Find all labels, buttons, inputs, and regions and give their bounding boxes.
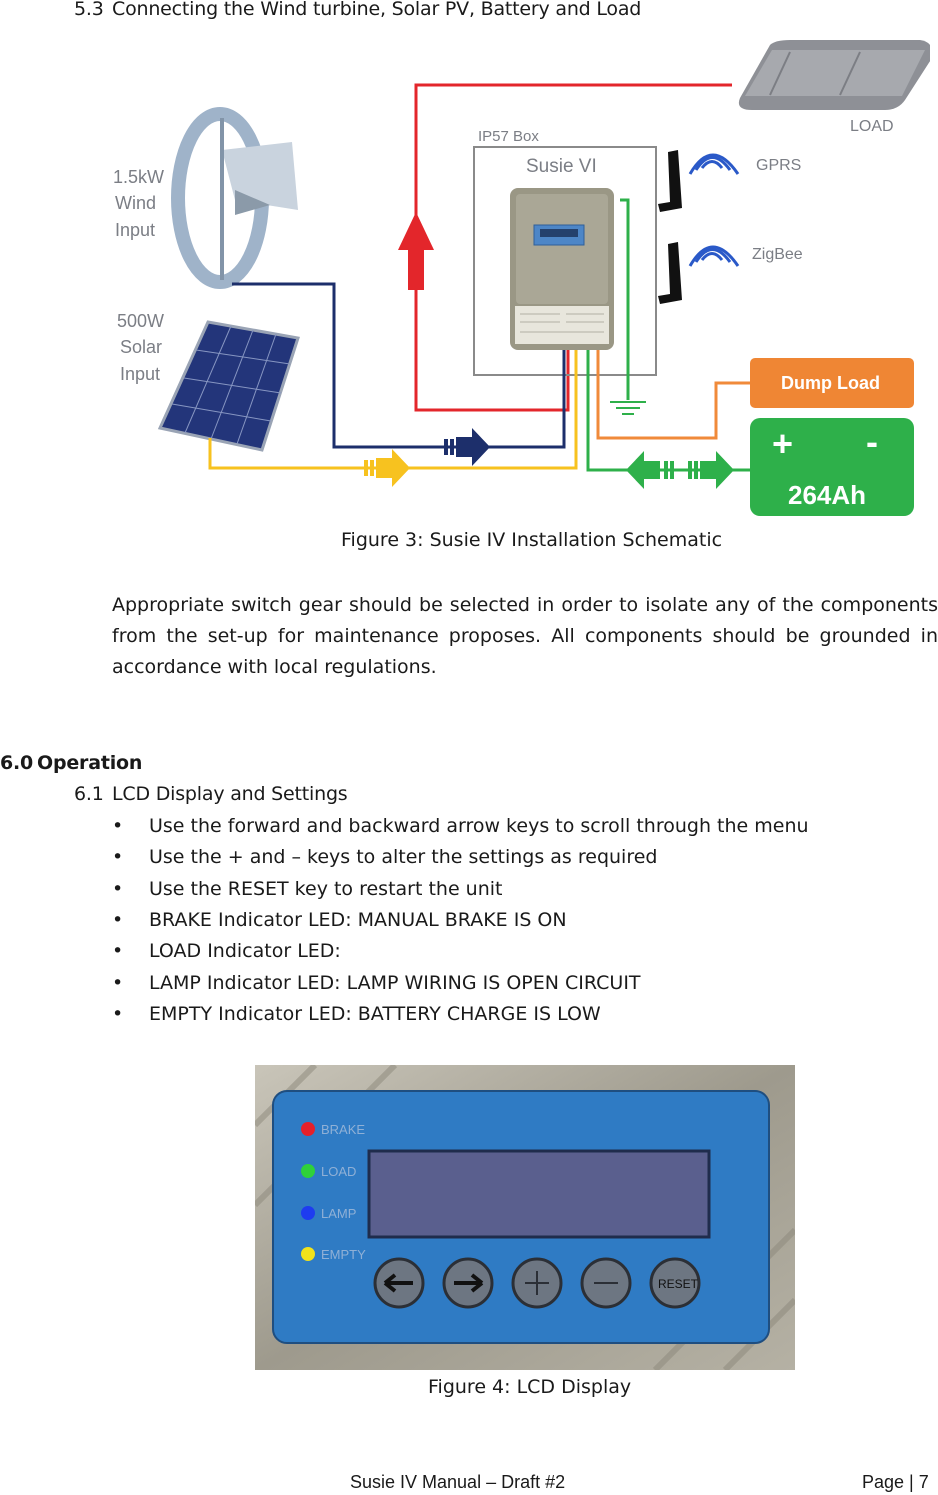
solar-label-line1: 500W [117, 311, 164, 331]
list-item-text: BRAKE Indicator LED: MANUAL BRAKE IS ON [149, 909, 567, 931]
ground-symbol-icon [610, 401, 646, 415]
reset-button: RESET [649, 1257, 701, 1309]
footer-title: Susie IV Manual – Draft #2 [350, 1472, 566, 1492]
right-arrow-icon [364, 449, 410, 487]
lcd-display-photo: BRAKE LOAD LAMP EMPTY RESET [255, 1065, 795, 1370]
section-6-0-title: Operation [37, 752, 143, 774]
dump-load-block [750, 358, 914, 408]
zigbee-label: ZigBee [752, 246, 803, 263]
back-arrow-button [373, 1257, 425, 1309]
dump-load-label: Dump Load [781, 373, 880, 393]
brake-led-label: BRAKE [321, 1122, 365, 1137]
plus-button [511, 1257, 563, 1309]
forward-arrow-button [442, 1257, 494, 1309]
battery-minus-label: - [866, 421, 878, 462]
list-item-text: EMPTY Indicator LED: BATTERY CHARGE IS L… [149, 1003, 601, 1025]
load-label: LOAD [850, 118, 894, 135]
section-6-0-number: 6.0 [0, 752, 34, 774]
section-6-1-title: LCD Display and Settings [112, 783, 348, 805]
solar-label-line2: Solar [120, 337, 162, 357]
solar-panel-image [157, 320, 300, 452]
wind-label-line1: 1.5kW [113, 167, 164, 187]
double-arrow-icon [626, 451, 734, 489]
minus-button [580, 1257, 632, 1309]
zigbee-antenna-icon [658, 242, 740, 304]
battery-plus-label: + [772, 423, 793, 464]
maintenance-paragraph: Appropriate switch gear should be select… [112, 594, 938, 678]
empty-led-icon [301, 1247, 315, 1261]
wind-turbine-image [171, 107, 298, 289]
solar-label-line3: Input [120, 364, 160, 384]
load-led-label: LOAD [321, 1164, 356, 1179]
lamp-led-label: LAMP [321, 1206, 356, 1221]
battery-block [750, 418, 914, 516]
section-6-1-number: 6.1 [74, 783, 104, 805]
list-item-text: LOAD Indicator LED: [149, 940, 341, 962]
list-item-text: Use the + and – keys to alter the settin… [149, 846, 658, 868]
brake-led-icon [301, 1122, 315, 1136]
section-5-3-number: 5.3 [74, 0, 104, 20]
battery-capacity-label: 264Ah [788, 480, 866, 510]
gprs-antenna-icon [658, 150, 740, 212]
reset-button-label: RESET [658, 1277, 699, 1291]
load-device-image [738, 40, 930, 110]
wind-label-line2: Wind [115, 193, 156, 213]
figure-3-caption: Figure 3: Susie IV Installation Schemati… [341, 529, 723, 551]
lamp-led-icon [301, 1206, 315, 1220]
list-item-text: Use the forward and backward arrow keys … [149, 815, 809, 837]
figure-4-caption: Figure 4: LCD Display [428, 1376, 632, 1398]
section-5-3-title: Connecting the Wind turbine, Solar PV, B… [112, 0, 642, 20]
controller-unit-image [510, 188, 614, 350]
up-arrow-icon [398, 212, 434, 290]
list-item-text: LAMP Indicator LED: LAMP WIRING IS OPEN … [149, 972, 641, 994]
gprs-label: GPRS [756, 157, 801, 174]
controller-label: Susie VI [526, 156, 597, 177]
installation-schematic: LOAD IP57 Box Susie VI GPRS ZigBee [113, 40, 930, 516]
lcd-screen [367, 1149, 711, 1239]
list-item-text: Use the RESET key to restart the unit [149, 878, 503, 900]
right-arrow-icon [444, 428, 490, 466]
page-number: Page | 7 [862, 1472, 929, 1492]
empty-led-label: EMPTY [321, 1247, 366, 1262]
load-led-icon [301, 1164, 315, 1178]
wind-label-line3: Input [115, 220, 155, 240]
ip57-box-label: IP57 Box [478, 128, 539, 145]
